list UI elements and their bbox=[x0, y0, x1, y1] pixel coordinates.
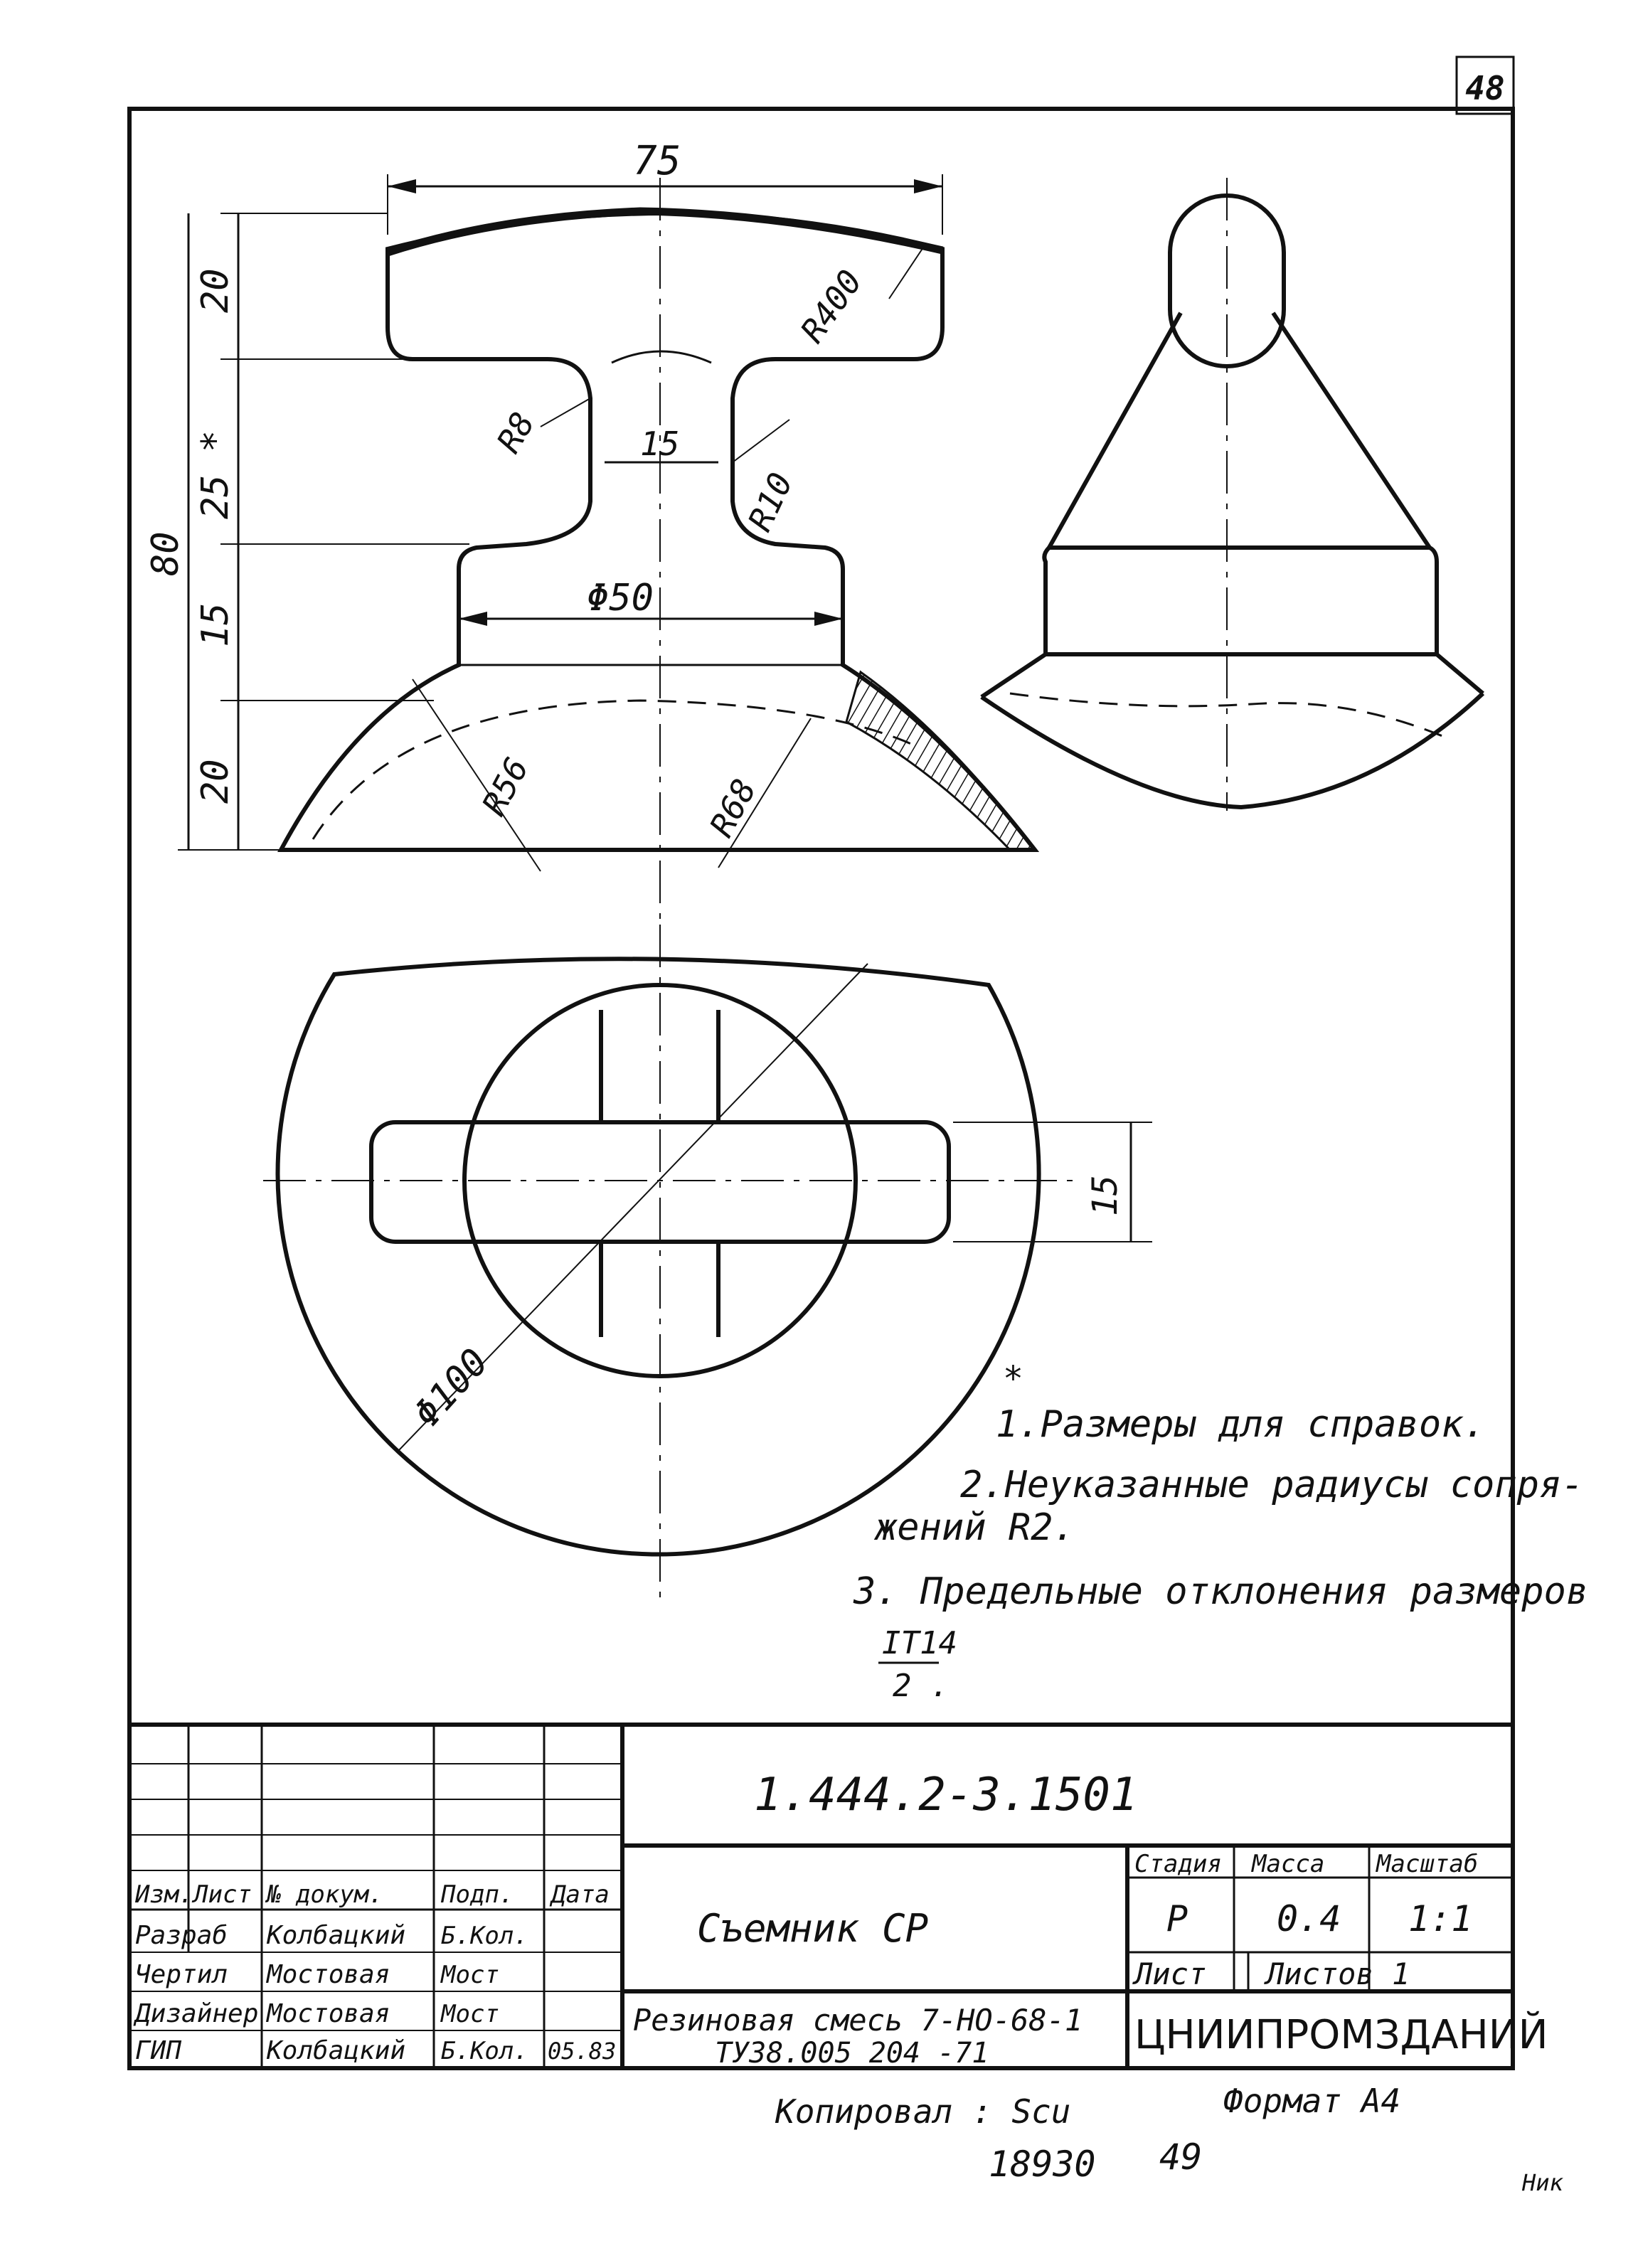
mass-value: 0.4 bbox=[1277, 1898, 1341, 1939]
format-label: Формат А4 bbox=[1223, 2082, 1400, 2120]
tolerance-denominator: 2 . bbox=[893, 1668, 949, 1704]
front-view: 75 20 25 * 15 20 80 R400 R8 15 R10 Φ50 R… bbox=[144, 138, 1040, 925]
side-view bbox=[980, 178, 1485, 811]
archive-number: 18930 bbox=[989, 2144, 1096, 2185]
d100-leader bbox=[398, 963, 868, 1452]
row-name-designer: Мостовая bbox=[265, 1999, 390, 2028]
stage-value: Р bbox=[1166, 1898, 1188, 1939]
row-sign-designer: Мост bbox=[440, 2000, 499, 2028]
row-role-chief: ГИП bbox=[135, 2036, 181, 2065]
hidden-arc bbox=[312, 699, 918, 840]
side-skirt-left bbox=[980, 652, 1047, 699]
side-collar bbox=[1042, 545, 1439, 656]
note-3: 3. Предельные отклонения размеров bbox=[853, 1570, 1588, 1613]
title-block: Изм. Лист № докум. Подп. Дата Разраб Кол… bbox=[127, 1723, 1548, 2070]
col-header-sign: Подп. bbox=[440, 1880, 514, 1909]
mass-label: Масса bbox=[1251, 1850, 1324, 1878]
note-2-line2: жений R2. bbox=[873, 1506, 1075, 1549]
side-skirt-right bbox=[1435, 652, 1484, 696]
dim-75-arrow-left bbox=[388, 179, 416, 193]
crown-arc bbox=[386, 207, 944, 257]
stage-label: Стадия bbox=[1134, 1850, 1222, 1878]
r400-leader bbox=[888, 245, 925, 299]
lower-rib bbox=[599, 1242, 720, 1337]
neck-arc bbox=[611, 350, 712, 364]
rib-15-label: 15 bbox=[1085, 1175, 1125, 1216]
row-sign-chief: Б.Кол. bbox=[441, 2037, 528, 2065]
neck-15-label: 15 bbox=[640, 425, 679, 463]
sheet-number: 48 bbox=[1465, 69, 1504, 107]
r8-label: R8 bbox=[489, 406, 542, 459]
r8-leader bbox=[540, 398, 591, 427]
horizontal-rib bbox=[369, 1120, 951, 1244]
dim-15-label: 15 bbox=[194, 602, 237, 647]
r68-leader bbox=[718, 718, 812, 868]
r400-label: R400 bbox=[793, 263, 870, 350]
title-block-frame bbox=[127, 1723, 1515, 2070]
scale-label: Масштаб bbox=[1376, 1850, 1478, 1878]
col-header-date: Дата bbox=[549, 1880, 610, 1909]
upper-rib bbox=[599, 1010, 720, 1122]
note-asterisk: * bbox=[1003, 1359, 1023, 1399]
scale-value: 1:1 bbox=[1408, 1898, 1472, 1939]
outer-disc bbox=[275, 957, 1041, 1557]
r10-label: R10 bbox=[740, 467, 800, 537]
notes: * 1.Размеры для справок. 2.Неуказанные р… bbox=[853, 1359, 1588, 1704]
note-2-line1: 2.Неуказанные радиусы сопря- bbox=[960, 1464, 1584, 1506]
dim-75-label: 75 bbox=[633, 138, 681, 184]
col-header-doc: № докум. bbox=[265, 1880, 383, 1909]
row-role-developer: Разраб bbox=[135, 1921, 228, 1950]
d100-label: Φ100 bbox=[405, 1341, 496, 1435]
d50-label: Φ50 bbox=[587, 577, 654, 619]
sheet-number-box bbox=[1455, 55, 1515, 115]
row-sign-developer: Б.Кол. bbox=[441, 1922, 528, 1950]
organization: ЦНИИПРОМЗДАНИЙ bbox=[1134, 2011, 1548, 2058]
row-name-drafter: Мостовая bbox=[265, 1960, 390, 1989]
copied-by: Копировал : Sсu bbox=[775, 2092, 1070, 2131]
side-cone bbox=[1045, 312, 1434, 550]
row-name-chief: Колбацкий bbox=[266, 2036, 405, 2065]
col-header-change: Изм. bbox=[134, 1880, 193, 1909]
col-header-sheet: Лист bbox=[191, 1880, 252, 1909]
row-sign-drafter: Мост bbox=[440, 1961, 499, 1989]
archive-sheet: 49 bbox=[1159, 2136, 1202, 2178]
tolerance-numerator: IT14 bbox=[882, 1625, 957, 1661]
r10-leader bbox=[732, 419, 790, 463]
dim-75-arrow-right bbox=[914, 179, 942, 193]
material-line2: ТУ38.005 204 -71 bbox=[715, 2037, 989, 2070]
d50-arrow-right bbox=[814, 612, 843, 626]
hatched-section bbox=[845, 670, 1038, 851]
sheet-label: Лист bbox=[1132, 1956, 1206, 1991]
note-1: 1.Размеры для справок. bbox=[996, 1403, 1486, 1446]
side-hidden-line bbox=[1009, 692, 1452, 741]
sheets-label: Листов 1 bbox=[1264, 1956, 1410, 1991]
dim-25-label: 25 * bbox=[194, 430, 237, 519]
initials: Ник bbox=[1521, 2169, 1564, 2196]
side-head-oval bbox=[1168, 193, 1286, 368]
r68-label: R68 bbox=[702, 772, 764, 843]
r56-label: R56 bbox=[474, 751, 536, 821]
dim-20-bottom-label: 20 bbox=[194, 759, 237, 804]
footer: Копировал : Sсu Формат А4 18930 49 Ник bbox=[775, 2082, 1564, 2196]
material-line1: Резиновая смесь 7-НО-68-1 bbox=[633, 2003, 1083, 2038]
row-name-developer: Колбацкий bbox=[266, 1921, 405, 1950]
r56-leader bbox=[412, 678, 541, 872]
dim-20-top-label: 20 bbox=[194, 268, 237, 313]
row-role-designer: Дизайнер bbox=[133, 1999, 258, 2028]
side-bottom-curve bbox=[980, 691, 1485, 810]
row-role-drafter: Чертил bbox=[135, 1960, 228, 1989]
row-date-chief: 05.83 bbox=[548, 2038, 616, 2065]
designation: 1.444.2-3.1501 bbox=[754, 1769, 1137, 1821]
inner-circle bbox=[462, 983, 858, 1378]
part-name: Съемник СР bbox=[697, 1906, 928, 1951]
d50-arrow-left bbox=[459, 612, 487, 626]
dim-80-label: 80 bbox=[144, 531, 187, 576]
